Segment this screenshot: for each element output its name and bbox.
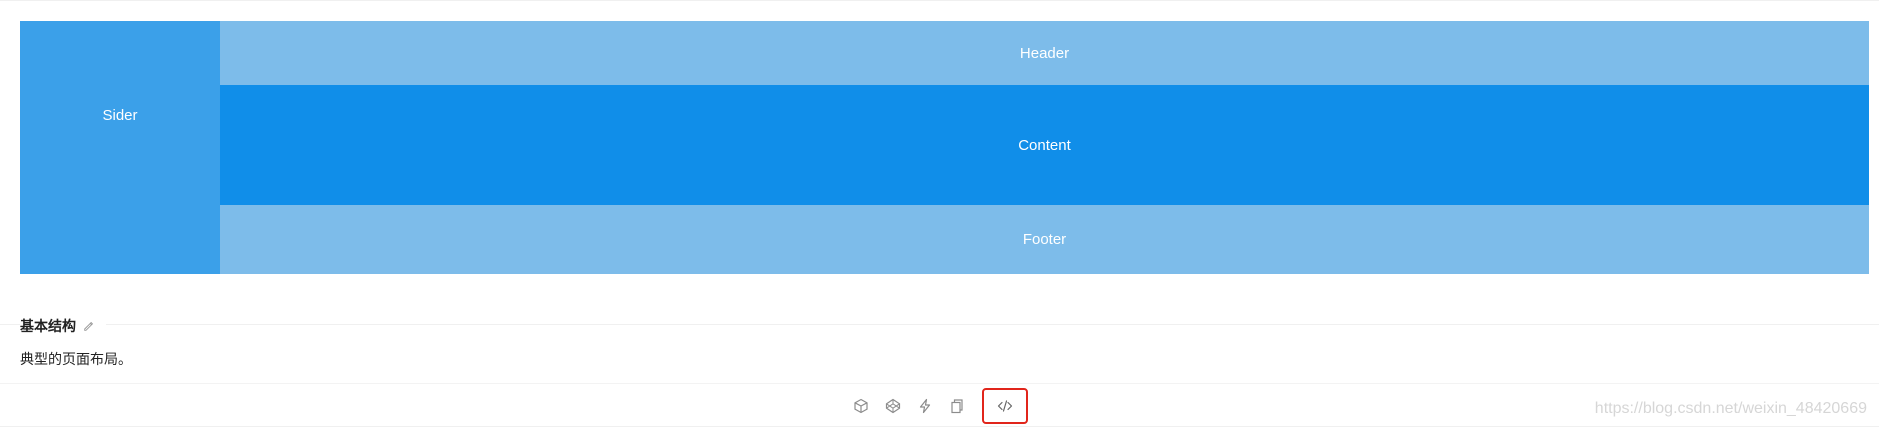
main-layout: Header Content Footer: [220, 21, 1869, 274]
copy-icon[interactable]: [948, 397, 966, 415]
codesandbox-icon[interactable]: [852, 397, 870, 415]
lightning-icon[interactable]: [916, 397, 934, 415]
code-icon[interactable]: [996, 397, 1014, 415]
header-label: Header: [1019, 44, 1070, 62]
watermark: https://blog.csdn.net/weixin_48420669: [1594, 400, 1867, 417]
footer-label: Footer: [1022, 231, 1067, 248]
content-label: Content: [1018, 136, 1071, 154]
code-actions: [0, 385, 1879, 426]
codepen-icon[interactable]: [884, 397, 902, 415]
sider-label: Sider: [102, 107, 138, 124]
edit-icon[interactable]: [82, 319, 96, 333]
actions-divider: [0, 383, 1879, 384]
demo-description: 典型的页面布局。: [20, 351, 132, 367]
demo-title: 基本结构: [20, 317, 106, 335]
meta-divider: [0, 324, 1879, 325]
sider: Sider: [20, 21, 220, 274]
content: Content: [220, 85, 1869, 205]
layout-preview: Sider Header Content Footer: [20, 21, 1869, 274]
show-code-highlight[interactable]: [981, 387, 1028, 424]
footer: Footer: [220, 205, 1869, 274]
demo-title-text: 基本结构: [20, 318, 76, 334]
header: Header: [220, 21, 1869, 85]
